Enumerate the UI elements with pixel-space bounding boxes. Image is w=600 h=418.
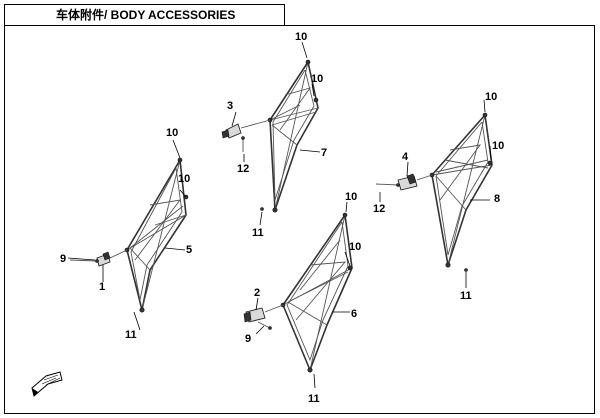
callout-a2: 10 — [178, 173, 190, 185]
net-frame-8 — [429, 112, 493, 272]
callout-a5: 1 — [99, 281, 105, 293]
callout-d5: 8 — [494, 193, 500, 205]
mount-bracket-2 — [243, 304, 284, 323]
callout-a1: 10 — [166, 127, 178, 139]
mount-bracket-1 — [96, 249, 128, 267]
net-frame-7 — [260, 59, 319, 213]
callout-d3: 4 — [402, 151, 409, 163]
callout-c2: 10 — [349, 241, 361, 253]
callout-c3: 2 — [254, 287, 260, 299]
bolt-12-right — [375, 183, 400, 187]
callout-b2: 10 — [311, 73, 323, 85]
bolt-12-upper — [241, 136, 245, 152]
callout-d1: 10 — [485, 91, 497, 103]
callout-b1: 10 — [295, 31, 307, 43]
bolt-9-left — [69, 259, 99, 263]
diagram-title: 车体附件/ BODY ACCESSORIES — [56, 7, 235, 22]
mount-bracket-4 — [397, 173, 433, 191]
mount-bracket-3 — [221, 119, 271, 139]
callout-b5: 7 — [321, 147, 327, 159]
callout-d6: 11 — [460, 290, 472, 302]
callout-b3: 3 — [227, 100, 233, 112]
bolt-9-lower — [257, 321, 272, 330]
callout-b4: 12 — [237, 163, 249, 175]
callout-c4: 9 — [245, 333, 251, 345]
callout-c1: 10 — [345, 191, 357, 203]
callout-d2: 10 — [492, 140, 504, 152]
callout-c5: 6 — [351, 308, 357, 320]
callout-a4: 9 — [60, 253, 66, 265]
callout-a6: 11 — [125, 329, 137, 341]
callout-a3: 5 — [186, 244, 192, 256]
title-box — [4, 4, 285, 26]
front-direction-arrow — [31, 371, 63, 397]
callout-c6: 11 — [308, 393, 320, 405]
diagram-border — [4, 25, 595, 414]
callout-d4: 12 — [373, 203, 385, 215]
callout-b6: 11 — [252, 227, 264, 239]
net-frame-6 — [280, 212, 353, 373]
